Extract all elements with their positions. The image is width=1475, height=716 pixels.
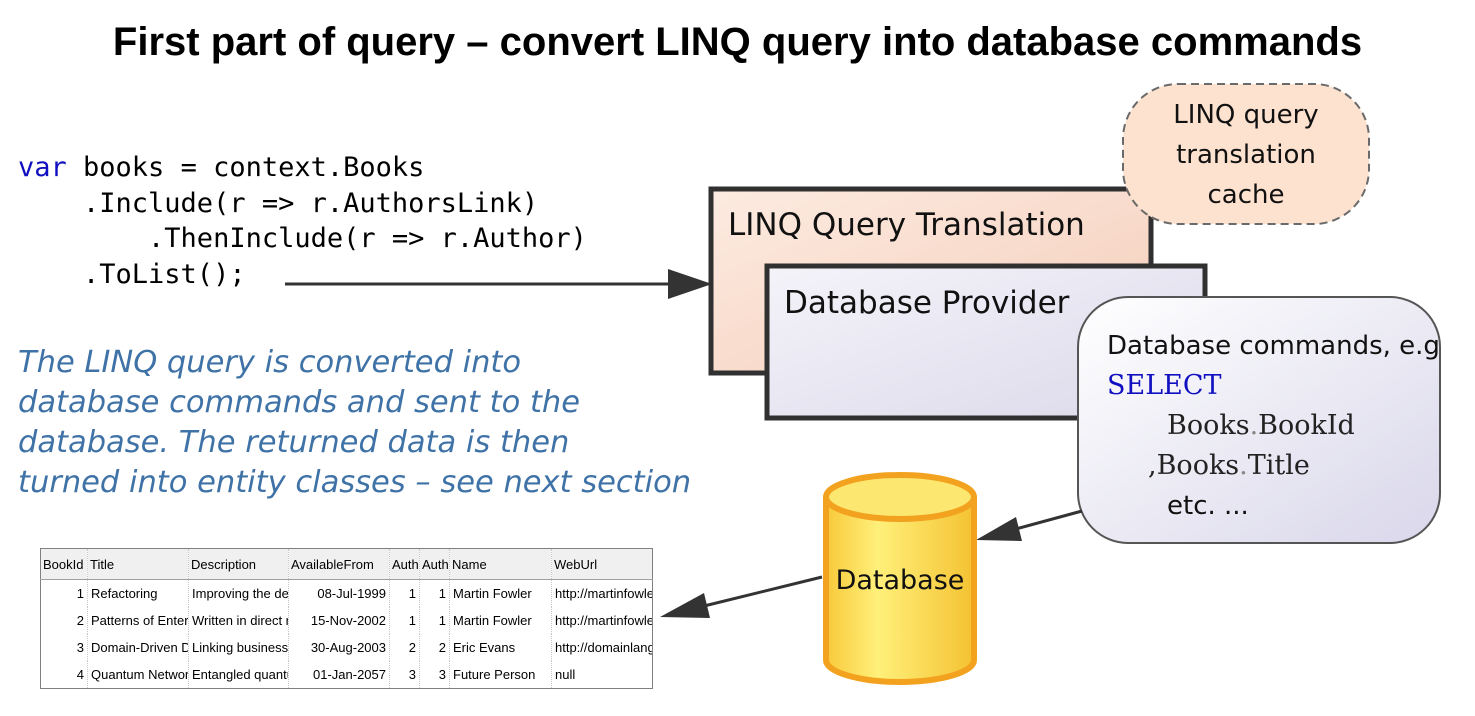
code-keyword: var [18,152,67,183]
table-cell: Improving the design of existing code [188,579,289,607]
column-header: AuthorsLink [389,548,420,580]
table-cell: Entangled quantum networking [188,661,289,689]
sql-dot: . [1250,410,1259,441]
table-cell: http://martinfowler.com/ [551,607,653,634]
sql-column-line: Books.BookId [1167,410,1355,441]
database-icon [823,472,977,685]
code-line-4: .ToList(); [18,258,246,290]
table-row: 2 Patterns of Enterprise Application Arc… [40,607,653,634]
result-data-table: BookId Title Description AvailableFrom A… [40,548,653,689]
provider-label: Database Provider [784,285,1070,321]
table-cell: 2 [419,634,450,661]
column-header: WebUrl [551,548,653,580]
table-cell: 3 [419,661,450,689]
column-header: BookId [40,548,88,580]
cache-bubble [1122,83,1370,225]
sql-table-name: Books [1157,450,1240,481]
sql-etc: etc. ... [1167,491,1249,521]
table-cell: 15-Nov-2002 [288,607,390,634]
table-cell: 2 [40,607,88,634]
result-arrow-head [660,593,710,618]
code-line-3: .ThenInclude(r => r.Author) [18,223,587,254]
table-cell: Written in direct response [188,607,289,634]
table-cell: Linking business needs to software [188,634,289,661]
table-row: 4 Quantum Networking Entangled quantum n… [40,661,653,689]
linq-code-block: var books = context.Books .Include(r => … [18,150,587,292]
table-cell: 30-Aug-2003 [288,634,390,661]
sql-column-name: Title [1248,450,1310,481]
table-cell: 1 [419,607,450,634]
table-cell: 2 [389,634,420,661]
description-line: The LINQ query is converted into [18,345,522,380]
sql-column-line: ,Books.Title [1148,450,1310,481]
column-header: Title [87,548,189,580]
table-cell: Domain-Driven Design [87,634,189,661]
table-cell: Eric Evans [449,634,552,661]
cache-label-line: LINQ query [1173,100,1318,130]
commands-bubble [1077,296,1441,544]
table-header-row: BookId Title Description AvailableFrom A… [40,548,653,580]
description-text: The LINQ query is converted into databas… [18,343,798,503]
page-title: First part of query – convert LINQ query… [112,20,1363,64]
commands-heading: Database commands, e.g [1107,331,1440,361]
sql-comma: , [1148,450,1157,481]
code-line-2: .Include(r => r.AuthorsLink) [18,187,539,219]
cache-label-line: translation [1176,140,1316,170]
query-arrow-head [668,269,712,299]
code-line-1: books = context.Books [66,152,425,183]
table-cell: 1 [389,607,420,634]
column-header: Name [449,548,552,580]
result-arrow-line [699,575,823,609]
table-cell: Future Person [449,661,552,689]
table-cell: 01-Jan-2057 [288,661,390,689]
table-row: 1 Refactoring Improving the design of ex… [40,579,653,607]
table-cell: Patterns of Enterprise Application Archi… [87,607,189,634]
description-line: database commands and sent to the [18,385,581,420]
sql-select-keyword: SELECT [1107,370,1222,401]
table-cell: Quantum Networking [87,661,189,689]
table-row: 3 Domain-Driven Design Linking business … [40,634,653,661]
column-header: Description [188,548,289,580]
sql-table-name: Books [1167,410,1250,441]
column-header: AvailableFrom [288,548,390,580]
database-label: Database [836,565,965,596]
sql-column-name: BookId [1258,410,1355,441]
table-cell: 3 [389,661,420,689]
cache-label-line: cache [1208,180,1285,210]
table-cell: Refactoring [87,579,189,607]
table-cell: 1 [419,579,450,607]
table-cell: 08-Jul-1999 [288,579,390,607]
table-cell: 4 [40,661,88,689]
description-line: turned into entity classes – see next se… [18,465,692,500]
table-cell: 1 [40,579,88,607]
translation-label: LINQ Query Translation [728,207,1085,243]
column-header: AuthorId [419,548,450,580]
table-cell: 1 [389,579,420,607]
table-cell: null [551,661,653,689]
table-cell: Martin Fowler [449,607,552,634]
table-cell: http://domainlanguage.com/ [551,634,653,661]
table-cell: http://martinfowler.com/ [551,579,653,607]
commands-arrow-head [976,517,1022,541]
description-line: database. The returned data is then [18,425,570,460]
sql-dot: . [1239,450,1248,481]
table-cell: Martin Fowler [449,579,552,607]
table-cell: 3 [40,634,88,661]
commands-arrow-line [1011,509,1083,532]
